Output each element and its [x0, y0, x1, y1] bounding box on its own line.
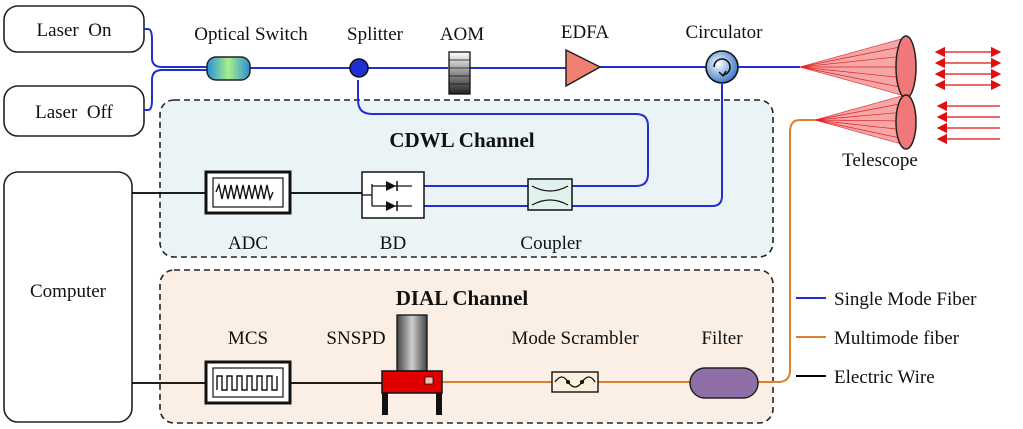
bd-icon — [361, 171, 425, 219]
legend-label-multimode: Multimode fiber — [834, 328, 960, 349]
edfa-label: EDFA — [561, 22, 609, 43]
snspd-label: SNSPD — [326, 328, 385, 349]
telescope-icon — [895, 35, 917, 150]
bd-label: BD — [380, 233, 406, 254]
adc-label: ADC — [228, 233, 268, 254]
edfa-icon — [565, 48, 602, 88]
multimode-fiber-paths — [442, 119, 815, 383]
legend-label-single-mode: Single Mode Fiber — [834, 289, 977, 310]
mcs-icon — [204, 360, 292, 405]
mcs-label: MCS — [228, 328, 268, 349]
coupler-label: Coupler — [520, 233, 582, 254]
cdwl-channel-title: CDWL Channel — [389, 128, 534, 152]
aom-icon — [448, 51, 471, 95]
optical-switch-icon — [206, 56, 251, 81]
splitter-icon — [349, 58, 369, 78]
dial-channel-title: DIAL Channel — [396, 286, 529, 310]
laser-on-label: Laser On — [37, 20, 112, 41]
telescope-beam-out — [798, 37, 906, 97]
telescope-beam-in — [813, 94, 906, 146]
splitter-label: Splitter — [347, 24, 404, 45]
legend: Single Mode Fiber Multimode fiber Electr… — [796, 289, 977, 388]
single-mode-fiber-paths — [144, 28, 800, 207]
aom-label: AOM — [440, 24, 484, 45]
legend-label-electric: Electric Wire — [834, 367, 935, 388]
adc-icon — [204, 170, 292, 215]
computer-box — [3, 171, 133, 423]
outgoing-light-arrows — [934, 46, 1002, 91]
computer-label: Computer — [30, 281, 107, 302]
cdwl-channel-box — [159, 99, 774, 258]
filter-icon — [689, 367, 759, 399]
dial-channel-box — [159, 269, 774, 424]
mode-scrambler-icon — [551, 371, 599, 393]
circulator-label: Circulator — [685, 22, 763, 43]
coupler-icon — [527, 178, 573, 211]
snspd-icon — [381, 314, 443, 415]
circulator-icon — [705, 50, 739, 84]
mode-scrambler-label: Mode Scrambler — [511, 328, 639, 349]
return-light-arrows — [936, 100, 1000, 145]
optical-switch-label: Optical Switch — [194, 24, 308, 45]
telescope-label: Telescope — [842, 150, 918, 171]
laser-off-label: Laser Off — [35, 102, 113, 123]
electric-wire-paths — [132, 192, 382, 384]
filter-label: Filter — [701, 328, 743, 349]
